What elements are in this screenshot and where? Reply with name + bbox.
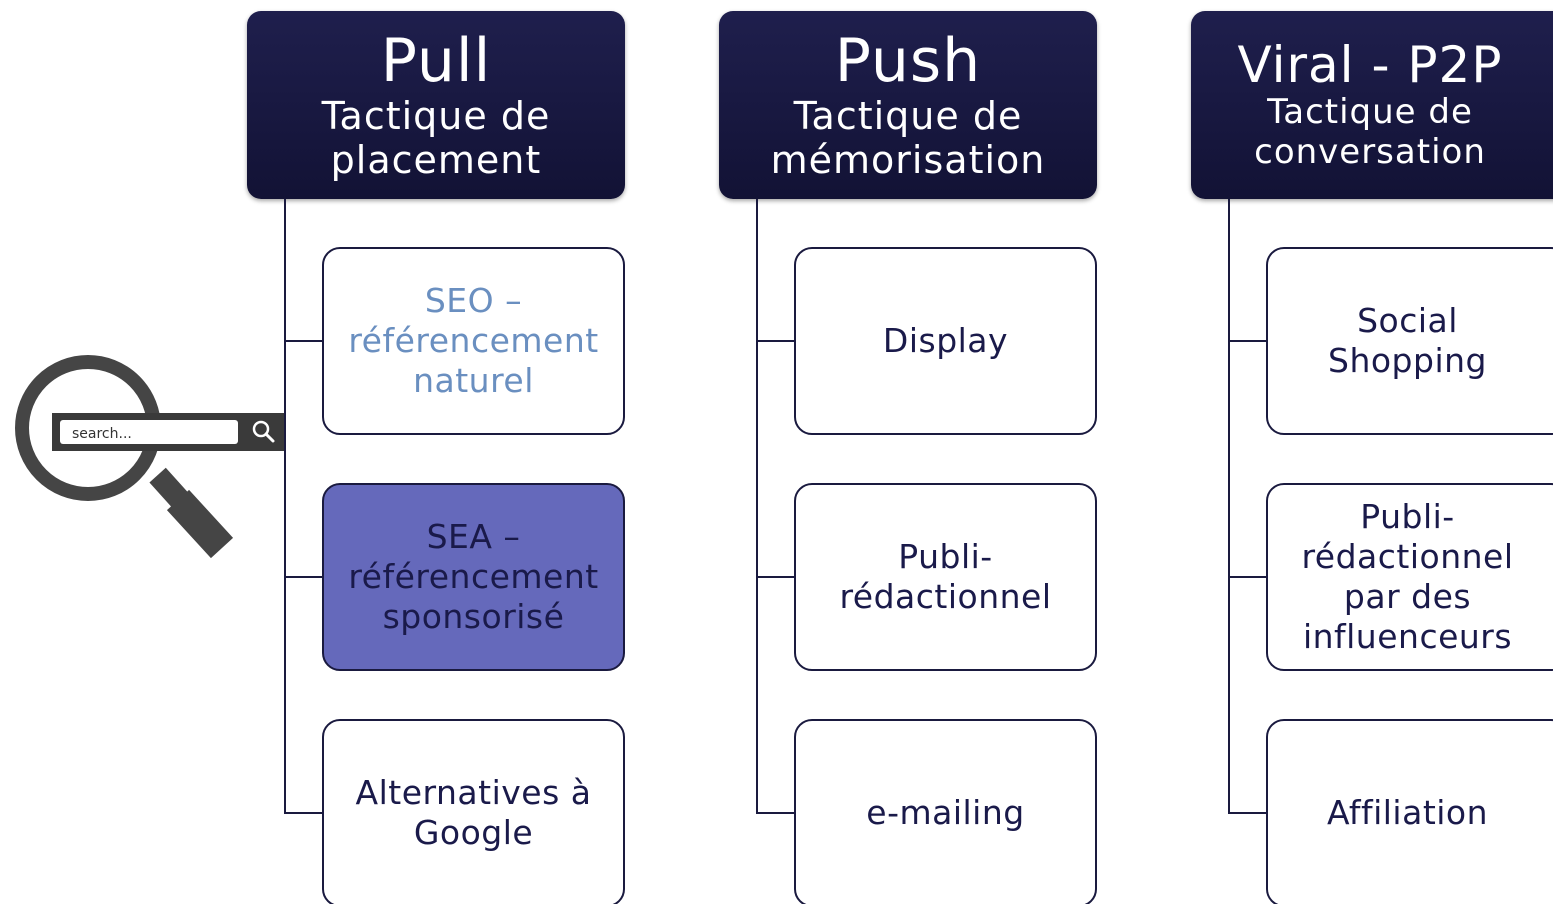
connector-viral-2 — [1228, 576, 1266, 578]
connector-viral-3 — [1228, 812, 1266, 814]
item-affiliation: Affiliation — [1266, 719, 1553, 904]
connector-push-3 — [756, 812, 794, 814]
connector-pull-vertical — [284, 199, 286, 814]
search-placeholder: search... — [72, 426, 132, 442]
item-publi-redactionnel: Publi-rédactionnel — [794, 483, 1097, 671]
item-display-label: Display — [882, 321, 1009, 360]
item-e-mailing-label: e-mailing — [866, 793, 1025, 832]
connector-pull-2 — [284, 576, 322, 578]
connector-push-vertical — [756, 199, 758, 814]
item-publi-redactionnel-label: Publi-rédactionnel — [839, 537, 1052, 616]
connector-push-2 — [756, 576, 794, 578]
item-affiliation-label: Affiliation — [1326, 793, 1489, 832]
connector-push-1 — [756, 340, 794, 342]
connector-viral-vertical — [1228, 199, 1230, 814]
connector-pull-3 — [284, 812, 322, 814]
magnifier-icon: search... — [15, 355, 284, 559]
header-viral-title: Viral - P2P — [1237, 36, 1503, 94]
header-push-title: Push — [834, 26, 982, 96]
connector-viral-1 — [1228, 340, 1266, 342]
item-e-mailing: e-mailing — [794, 719, 1097, 904]
connector-pull-1 — [284, 340, 322, 342]
item-display: Display — [794, 247, 1097, 435]
header-pull-title: Pull — [380, 26, 492, 96]
